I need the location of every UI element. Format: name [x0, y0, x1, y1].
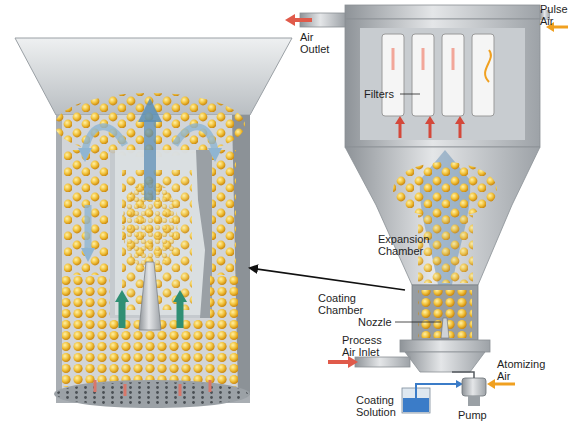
pulse-arrow: [552, 26, 568, 29]
plenum: [405, 352, 485, 372]
filter-bag: [472, 34, 494, 116]
air-arrow-head: [115, 290, 129, 302]
atomizing-arrow: [493, 383, 515, 386]
solution-line: [416, 384, 460, 398]
flow-arrow-head: [208, 148, 222, 162]
part-label: Expansion Chamber: [378, 233, 438, 257]
part-label: Coating Chamber: [318, 292, 368, 316]
particle-cloud: [393, 162, 497, 218]
coating-chamber: [412, 285, 478, 340]
part-label: Coating Solution: [356, 394, 402, 418]
pump-body: [462, 378, 486, 396]
flow-arrow-head: [78, 148, 92, 162]
inset-interior: [62, 115, 244, 395]
leader-line: [395, 322, 441, 323]
part-label: Air Outlet: [300, 31, 340, 55]
flow-arrow: [175, 127, 215, 150]
expansion-chamber: [345, 147, 540, 285]
part-label: Pump: [458, 409, 498, 421]
outlet-arrow-head: [285, 14, 295, 26]
particle-bed: [418, 290, 472, 338]
part-label: Nozzle: [358, 316, 398, 328]
flow-arrow-head: [138, 98, 162, 122]
inset-nozzle: [139, 262, 161, 330]
air-up-arrow: [400, 122, 460, 138]
filter-housing-interior: [360, 28, 525, 140]
flow-arrow: [85, 205, 92, 250]
air-arrow: [119, 300, 126, 328]
process-air-pipe: [355, 357, 410, 367]
particle-bed: [210, 275, 238, 387]
filter-bag: [382, 34, 404, 116]
filter-bag: [412, 34, 434, 116]
distributor-holes: [56, 382, 248, 406]
pump-line: [452, 372, 474, 378]
coating-liquid: [403, 398, 429, 412]
inlet-arrow: [328, 360, 350, 364]
inset-wall: [56, 115, 250, 403]
partition-interior: [115, 150, 205, 315]
part-label: Filters: [364, 88, 404, 100]
flow-arrow: [85, 127, 125, 150]
filter-flow: [393, 48, 453, 70]
base-plate: [400, 340, 490, 352]
leader-line: [400, 94, 420, 95]
particle-column: [418, 215, 473, 283]
distributor-plate: [54, 380, 250, 408]
part-label: Atomizing Air: [497, 358, 555, 382]
particle-downflow: [212, 150, 236, 275]
flow-arrow-head: [81, 248, 95, 262]
nozzle: [441, 318, 449, 338]
inlet-air-arrows: [95, 380, 210, 396]
filter-bag: [442, 34, 464, 116]
partition-cutaway: [196, 150, 212, 318]
flow-arrow: [144, 120, 156, 200]
atomizing-arrow-head: [487, 379, 495, 389]
detail-arrow: [250, 268, 405, 290]
part-label: Pulse Air: [540, 3, 572, 27]
partition-column: [110, 150, 210, 318]
part-label: Process Air Inlet: [342, 334, 394, 358]
particle-downflow: [64, 150, 108, 275]
top-cap: [345, 5, 540, 19]
filter-housing: [345, 19, 540, 147]
air-up-arrow-head: [395, 116, 465, 124]
particle-bed: [62, 275, 110, 387]
pulse-flow: [485, 50, 491, 82]
air-arrow: [177, 300, 184, 328]
air-arrow-head: [173, 290, 187, 302]
pump-stand: [468, 396, 480, 406]
